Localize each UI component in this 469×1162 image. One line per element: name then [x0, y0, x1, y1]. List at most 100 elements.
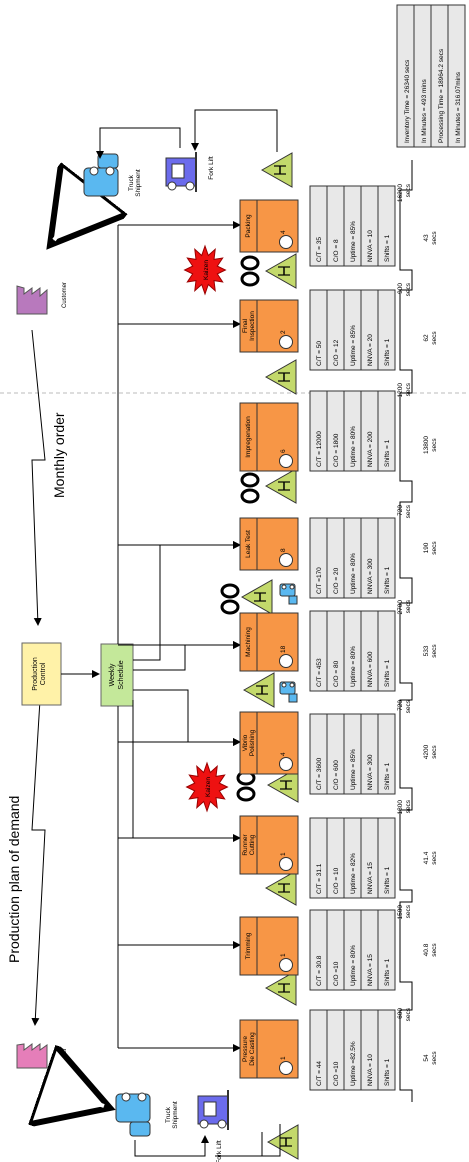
data-row-3: NNVA = 300: [367, 558, 374, 594]
value-added-time: 62: [423, 334, 430, 342]
data-row-1: C/O = 8: [333, 239, 340, 262]
wait-time: 720: [397, 505, 404, 516]
data-row-0: C/T = 30.8: [316, 955, 323, 986]
process-box: Machining 18: [239, 612, 299, 672]
triangle-shape: [260, 152, 293, 188]
data-row-4: Shifts = 1: [384, 866, 391, 894]
forklift-icon: [165, 152, 197, 192]
operator-icon: [279, 235, 293, 249]
kaizen-burst: Kaizen: [185, 761, 229, 813]
process-name-line2: Die Casting: [249, 1032, 256, 1066]
process-name: Machining: [245, 627, 252, 657]
data-row-1: C/O = 12: [333, 339, 340, 366]
value-added-unit: secs: [431, 541, 438, 555]
kaizen-label: Kaizen: [205, 777, 212, 797]
timeline-ladder: [399, 160, 413, 1102]
process-name: Leak Test: [245, 530, 252, 558]
inventory-triangle: [240, 579, 273, 615]
monthly-order-label: Monthly order: [51, 412, 67, 498]
wait-time: 1200: [397, 383, 404, 398]
triangle-shape: [264, 870, 297, 906]
summary-inventory-minutes: In Minutes = 493 mins: [421, 78, 428, 143]
data-row-4: Shifts = 1: [384, 958, 391, 986]
data-row-1: C/O =10: [333, 961, 340, 986]
wait-time-unit: secs: [405, 183, 412, 197]
process-name-line2: Inspection: [249, 311, 256, 341]
production-control-box: Production Control: [21, 642, 62, 706]
wait-time-unit: secs: [405, 699, 412, 713]
wait-time-unit: secs: [405, 382, 412, 396]
operator-icon: [279, 553, 293, 567]
data-row-0: C/T = 12000: [316, 431, 323, 467]
data-box-body: [309, 817, 396, 899]
process-name-line2: Polishing: [249, 729, 256, 756]
production-plan-label: Production plan of demand: [6, 796, 22, 963]
kaizen-label: Kaizen: [203, 260, 210, 280]
wait-time: 1500: [397, 905, 404, 920]
data-row-2: Uptime = 85%: [350, 221, 357, 262]
data-row-3: NNVA = 15: [367, 862, 374, 894]
operator-count: 2: [280, 330, 287, 334]
customer-shipment-arrow-inner: [52, 203, 83, 242]
summary-processing-minutes: In Minutes = 316.07mins: [455, 71, 462, 143]
value-added-unit: secs: [431, 745, 438, 759]
wheel: [289, 682, 295, 688]
value-added-unit: secs: [431, 851, 438, 865]
operator-count: 18: [280, 645, 287, 653]
truck-label-line1: Truck: [165, 1106, 172, 1123]
data-row-0: C/T = 50: [316, 341, 323, 366]
kaizen-burst: Kaizen: [183, 244, 227, 296]
lens: [240, 472, 260, 488]
flow-arrow: [134, 1135, 209, 1157]
operator-count: 4: [280, 230, 287, 234]
schedule-branch: [133, 689, 241, 746]
data-row-0: C/T = 3600: [316, 757, 323, 790]
value-added-unit: secs: [431, 231, 438, 245]
truck-cab: [97, 153, 119, 169]
truck-label-line2: Shipment: [135, 169, 142, 197]
shipment-truck-icon: [115, 1092, 151, 1137]
data-row-4: Shifts = 1: [384, 566, 391, 594]
supplier-label: Supplier: [62, 1048, 68, 1070]
data-row-3: NNVA = 300: [367, 754, 374, 790]
lens: [220, 599, 240, 615]
burst-shape: [183, 244, 227, 296]
value-added-unit: secs: [431, 943, 438, 957]
truck-cab: [288, 693, 298, 703]
wait-time-unit: secs: [405, 1007, 412, 1021]
wheel: [199, 1119, 209, 1129]
triangle-shape: [240, 579, 273, 615]
wait-time-unit: secs: [405, 904, 412, 918]
data-row-1: C/O = 1800: [333, 433, 340, 467]
data-box-body: [309, 610, 396, 692]
truck-label-line1: Truck: [128, 174, 135, 191]
triangle-shape: [242, 672, 275, 708]
data-row-3: NNVA = 10: [367, 1054, 374, 1086]
data-row-0: C/T = 44: [316, 1061, 323, 1086]
data-row-4: Shifts = 1: [384, 1058, 391, 1086]
process-name: Packing: [245, 214, 252, 238]
data-row-2: Uptime =82.5%: [350, 1041, 357, 1086]
process-name-line1: Vibrio: [242, 734, 249, 751]
data-box-body: [309, 713, 396, 795]
value-added-unit: secs: [431, 331, 438, 345]
lens: [240, 255, 260, 271]
data-box-body: [309, 909, 396, 991]
operator-count: 1: [280, 953, 287, 957]
lens: [240, 488, 260, 504]
triangle-shape: [266, 767, 299, 803]
summary-inventory-time: Inventory Time = 26340 secs: [404, 59, 411, 143]
value-added-time: 13800: [423, 436, 430, 454]
inventory-triangle-end: [260, 152, 293, 188]
forklift-label: Fork Lift: [216, 1140, 223, 1162]
wait-time-unit: secs: [405, 599, 412, 613]
data-row-4: Shifts = 1: [384, 338, 391, 366]
